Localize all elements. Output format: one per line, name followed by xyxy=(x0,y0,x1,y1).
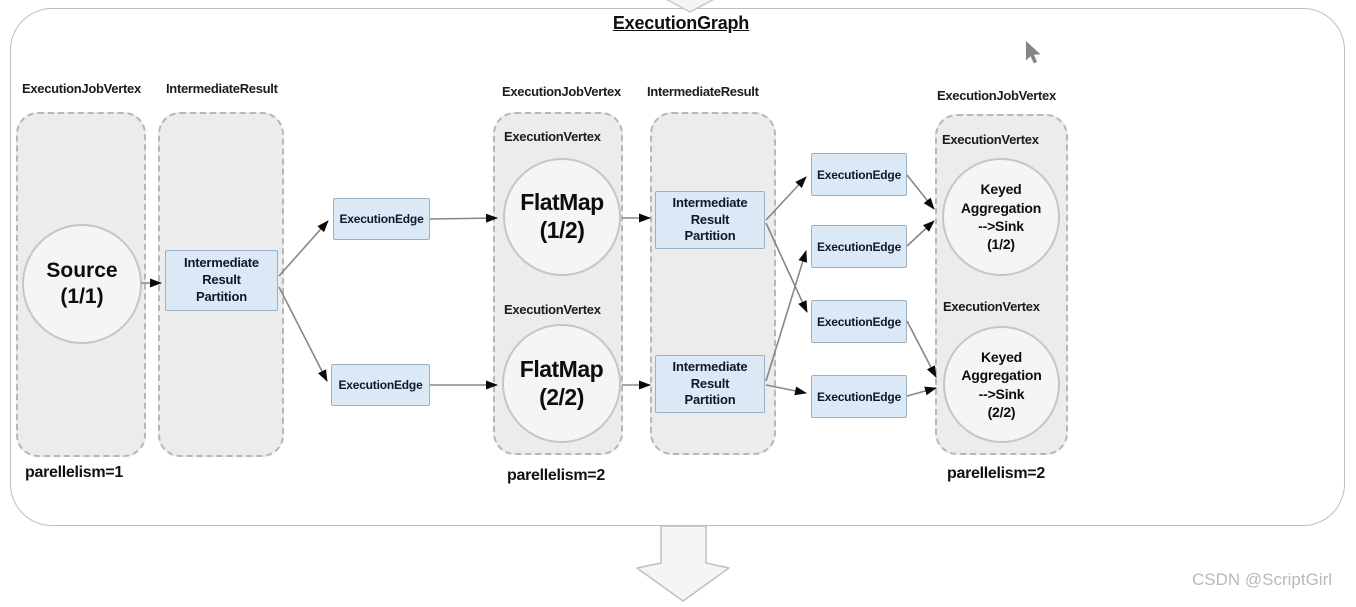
parallelism-sink-label: parellelism=2 xyxy=(947,465,1045,482)
flatmap2-vertex-node: FlatMap (2/2) xyxy=(502,324,621,443)
label-jobvertex-source: ExecutionJobVertex xyxy=(22,81,141,96)
text-line: Intermediate xyxy=(672,194,748,210)
text-line: Keyed xyxy=(980,181,1022,198)
text-line: FlatMap xyxy=(520,189,604,216)
label-jobvertex-sink: ExecutionJobVertex xyxy=(937,88,1056,103)
label-executionvertex-flatmap2: ExecutionVertex xyxy=(504,302,601,317)
label-intermediateresult-flatmap: IntermediateResult xyxy=(647,84,759,99)
text-line: (1/2) xyxy=(539,217,585,243)
parallelism-flatmap-label: parellelism=2 xyxy=(507,467,605,484)
text-line: Keyed xyxy=(980,348,1023,365)
text-line: Partition xyxy=(684,392,736,408)
text-line: Result xyxy=(690,375,730,391)
csdn-watermark: CSDN @ScriptGirl xyxy=(1192,570,1333,589)
text-line: Source xyxy=(46,258,118,282)
text-line: (2/2) xyxy=(987,403,1016,420)
irp-flatmap1-box: Intermediate Result Partition xyxy=(655,191,765,249)
label-executionvertex-flatmap1: ExecutionVertex xyxy=(504,129,601,144)
sink2-vertex-node: Keyed Aggregation -->Sink (2/2) xyxy=(943,326,1060,443)
text-line: (2/2) xyxy=(539,383,584,410)
text-line: (1/2) xyxy=(987,236,1015,253)
text-line: Intermediate xyxy=(672,358,748,374)
execution-edge-box-1: ExecutionEdge xyxy=(333,198,430,240)
text-line: Result xyxy=(690,211,730,227)
text-line: (1/1) xyxy=(60,285,104,308)
source-vertex-node: Source (1/1) xyxy=(22,224,142,344)
text-line: Aggregation xyxy=(960,199,1042,216)
text-line: Partition xyxy=(196,288,247,304)
irp-source-box: Intermediate Result Partition xyxy=(165,250,278,311)
execution-graph-title: ExecutionGraph xyxy=(612,13,750,33)
text-line: Result xyxy=(202,272,241,288)
text-line: Intermediate xyxy=(184,255,259,271)
text-line: Aggregation xyxy=(961,367,1042,384)
label-intermediateresult-source: IntermediateResult xyxy=(166,81,278,96)
text-line: -->Sink xyxy=(978,218,1024,234)
execution-edge-box-6: ExecutionEdge xyxy=(811,375,907,418)
text-line: FlatMap xyxy=(519,355,604,382)
sink1-vertex-node: Keyed Aggregation -->Sink (1/2) xyxy=(942,158,1060,276)
label-executionvertex-sink2: ExecutionVertex xyxy=(943,299,1040,314)
execution-edge-box-3: ExecutionEdge xyxy=(811,153,907,196)
text-line: -->Sink xyxy=(978,385,1025,402)
parallelism-source-label: parellelism=1 xyxy=(25,464,123,481)
label-jobvertex-flatmap: ExecutionJobVertex xyxy=(502,84,621,99)
label-executionvertex-sink1: ExecutionVertex xyxy=(942,132,1039,147)
text-line: Partition xyxy=(684,228,736,244)
execution-edge-box-2: ExecutionEdge xyxy=(331,364,430,406)
flatmap1-vertex-node: FlatMap (1/2) xyxy=(503,158,621,276)
bottom-flow-arrow xyxy=(636,525,730,602)
execution-edge-box-5: ExecutionEdge xyxy=(811,300,907,343)
irp-flatmap2-box: Intermediate Result Partition xyxy=(655,355,765,413)
execution-edge-box-4: ExecutionEdge xyxy=(811,225,907,268)
